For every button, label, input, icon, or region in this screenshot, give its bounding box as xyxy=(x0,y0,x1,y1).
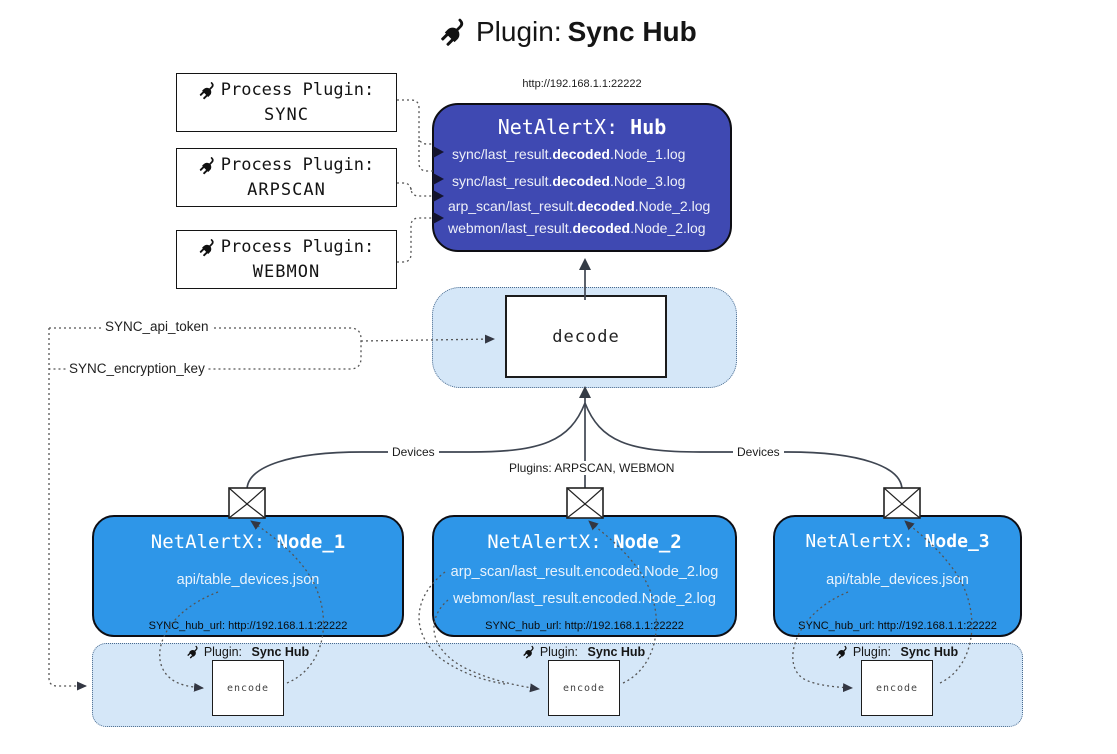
hub-log-line: webmon/last_result.decoded.Node_2.log xyxy=(448,220,706,236)
process-plugin-box-webmon: Process Plugin: WEBMON xyxy=(176,230,397,289)
page-title: Plugin: Sync Hub xyxy=(440,16,697,48)
node-box-node-1: NetAlertX: Node_1 api/table_devices.json… xyxy=(92,515,404,637)
node-box-node-2: NetAlertX: Node_2 arp_scan/last_result.e… xyxy=(432,515,737,637)
hub-box: NetAlertX: Hub sync/last_result.decoded.… xyxy=(432,103,732,252)
node-hub-url: SYNC_hub_url: http://192.168.1.1:22222 xyxy=(798,620,997,632)
decode-box: decode xyxy=(505,295,667,378)
plug-icon xyxy=(520,642,540,662)
plug-icon xyxy=(434,11,476,53)
node-hub-url: SYNC_hub_url: http://192.168.1.1:22222 xyxy=(485,620,684,632)
hub-log-line: sync/last_result.decoded.Node_3.log xyxy=(452,173,686,189)
encode-box: encode xyxy=(548,660,620,716)
envelope-icon xyxy=(566,487,604,519)
settings-to-bar xyxy=(48,328,87,691)
encode-plugin-label: Plugin: Sync Hub xyxy=(836,645,958,659)
plug-icon xyxy=(195,77,222,104)
process-plugin-label: Process Plugin: xyxy=(220,237,375,257)
encode-box: encode xyxy=(861,660,933,716)
hub-log-line: arp_scan/last_result.decoded.Node_2.log xyxy=(448,198,711,214)
envelope-icon xyxy=(883,487,921,519)
process-plugin-box-arpscan: Process Plugin: ARPSCAN xyxy=(176,148,397,207)
hub-log-line: sync/last_result.decoded.Node_1.log xyxy=(452,146,686,162)
sync-api-token-label: SYNC_api_token xyxy=(102,319,212,334)
node-file: api/table_devices.json xyxy=(826,572,969,588)
process-plugin-name: SYNC xyxy=(264,105,309,125)
process-to-hub-connectors xyxy=(397,99,433,263)
encode-box: encode xyxy=(212,660,284,716)
plug-icon xyxy=(195,152,222,179)
hub-title: NetAlertX: Hub xyxy=(497,115,667,139)
node-hub-url: SYNC_hub_url: http://192.168.1.1:22222 xyxy=(148,620,348,632)
devices-label-left: Devices xyxy=(388,445,439,459)
node-file: arp_scan/last_result.encoded.Node_2.log xyxy=(450,564,719,580)
node-title: NetAlertX: Node_1 xyxy=(150,531,346,553)
envelope-icon xyxy=(228,487,266,519)
node-file: api/table_devices.json xyxy=(176,572,320,588)
process-plugin-name: WEBMON xyxy=(252,262,321,282)
process-plugin-label: Process Plugin: xyxy=(220,80,375,100)
process-plugin-box-sync: Process Plugin: SYNC xyxy=(176,73,397,132)
envelope-icons xyxy=(228,487,921,519)
node-title: NetAlertX: Node_3 xyxy=(805,531,990,552)
node-title: NetAlertX: Node_2 xyxy=(487,531,682,553)
devices-label-right: Devices xyxy=(733,445,784,459)
process-plugin-label: Process Plugin: xyxy=(220,155,375,175)
hub-url: http://192.168.1.1:22222 xyxy=(522,78,642,90)
node-box-node-3: NetAlertX: Node_3 api/table_devices.json… xyxy=(773,515,1022,637)
plugins-label-middle: Plugins: ARPSCAN, WEBMON xyxy=(505,461,679,475)
plug-icon xyxy=(833,642,853,662)
plug-icon xyxy=(184,642,204,662)
process-plugin-name: ARPSCAN xyxy=(247,180,326,200)
encode-plugin-label: Plugin: Sync Hub xyxy=(187,645,309,659)
plug-icon xyxy=(195,234,222,261)
node-file: webmon/last_result.encoded.Node_2.log xyxy=(453,591,716,607)
page-title-label: Plugin: xyxy=(476,16,562,47)
encode-plugin-label: Plugin: Sync Hub xyxy=(523,645,645,659)
page-title-name: Sync Hub xyxy=(567,16,697,47)
sync-encryption-key-label: SYNC_encryption_key xyxy=(66,361,208,376)
